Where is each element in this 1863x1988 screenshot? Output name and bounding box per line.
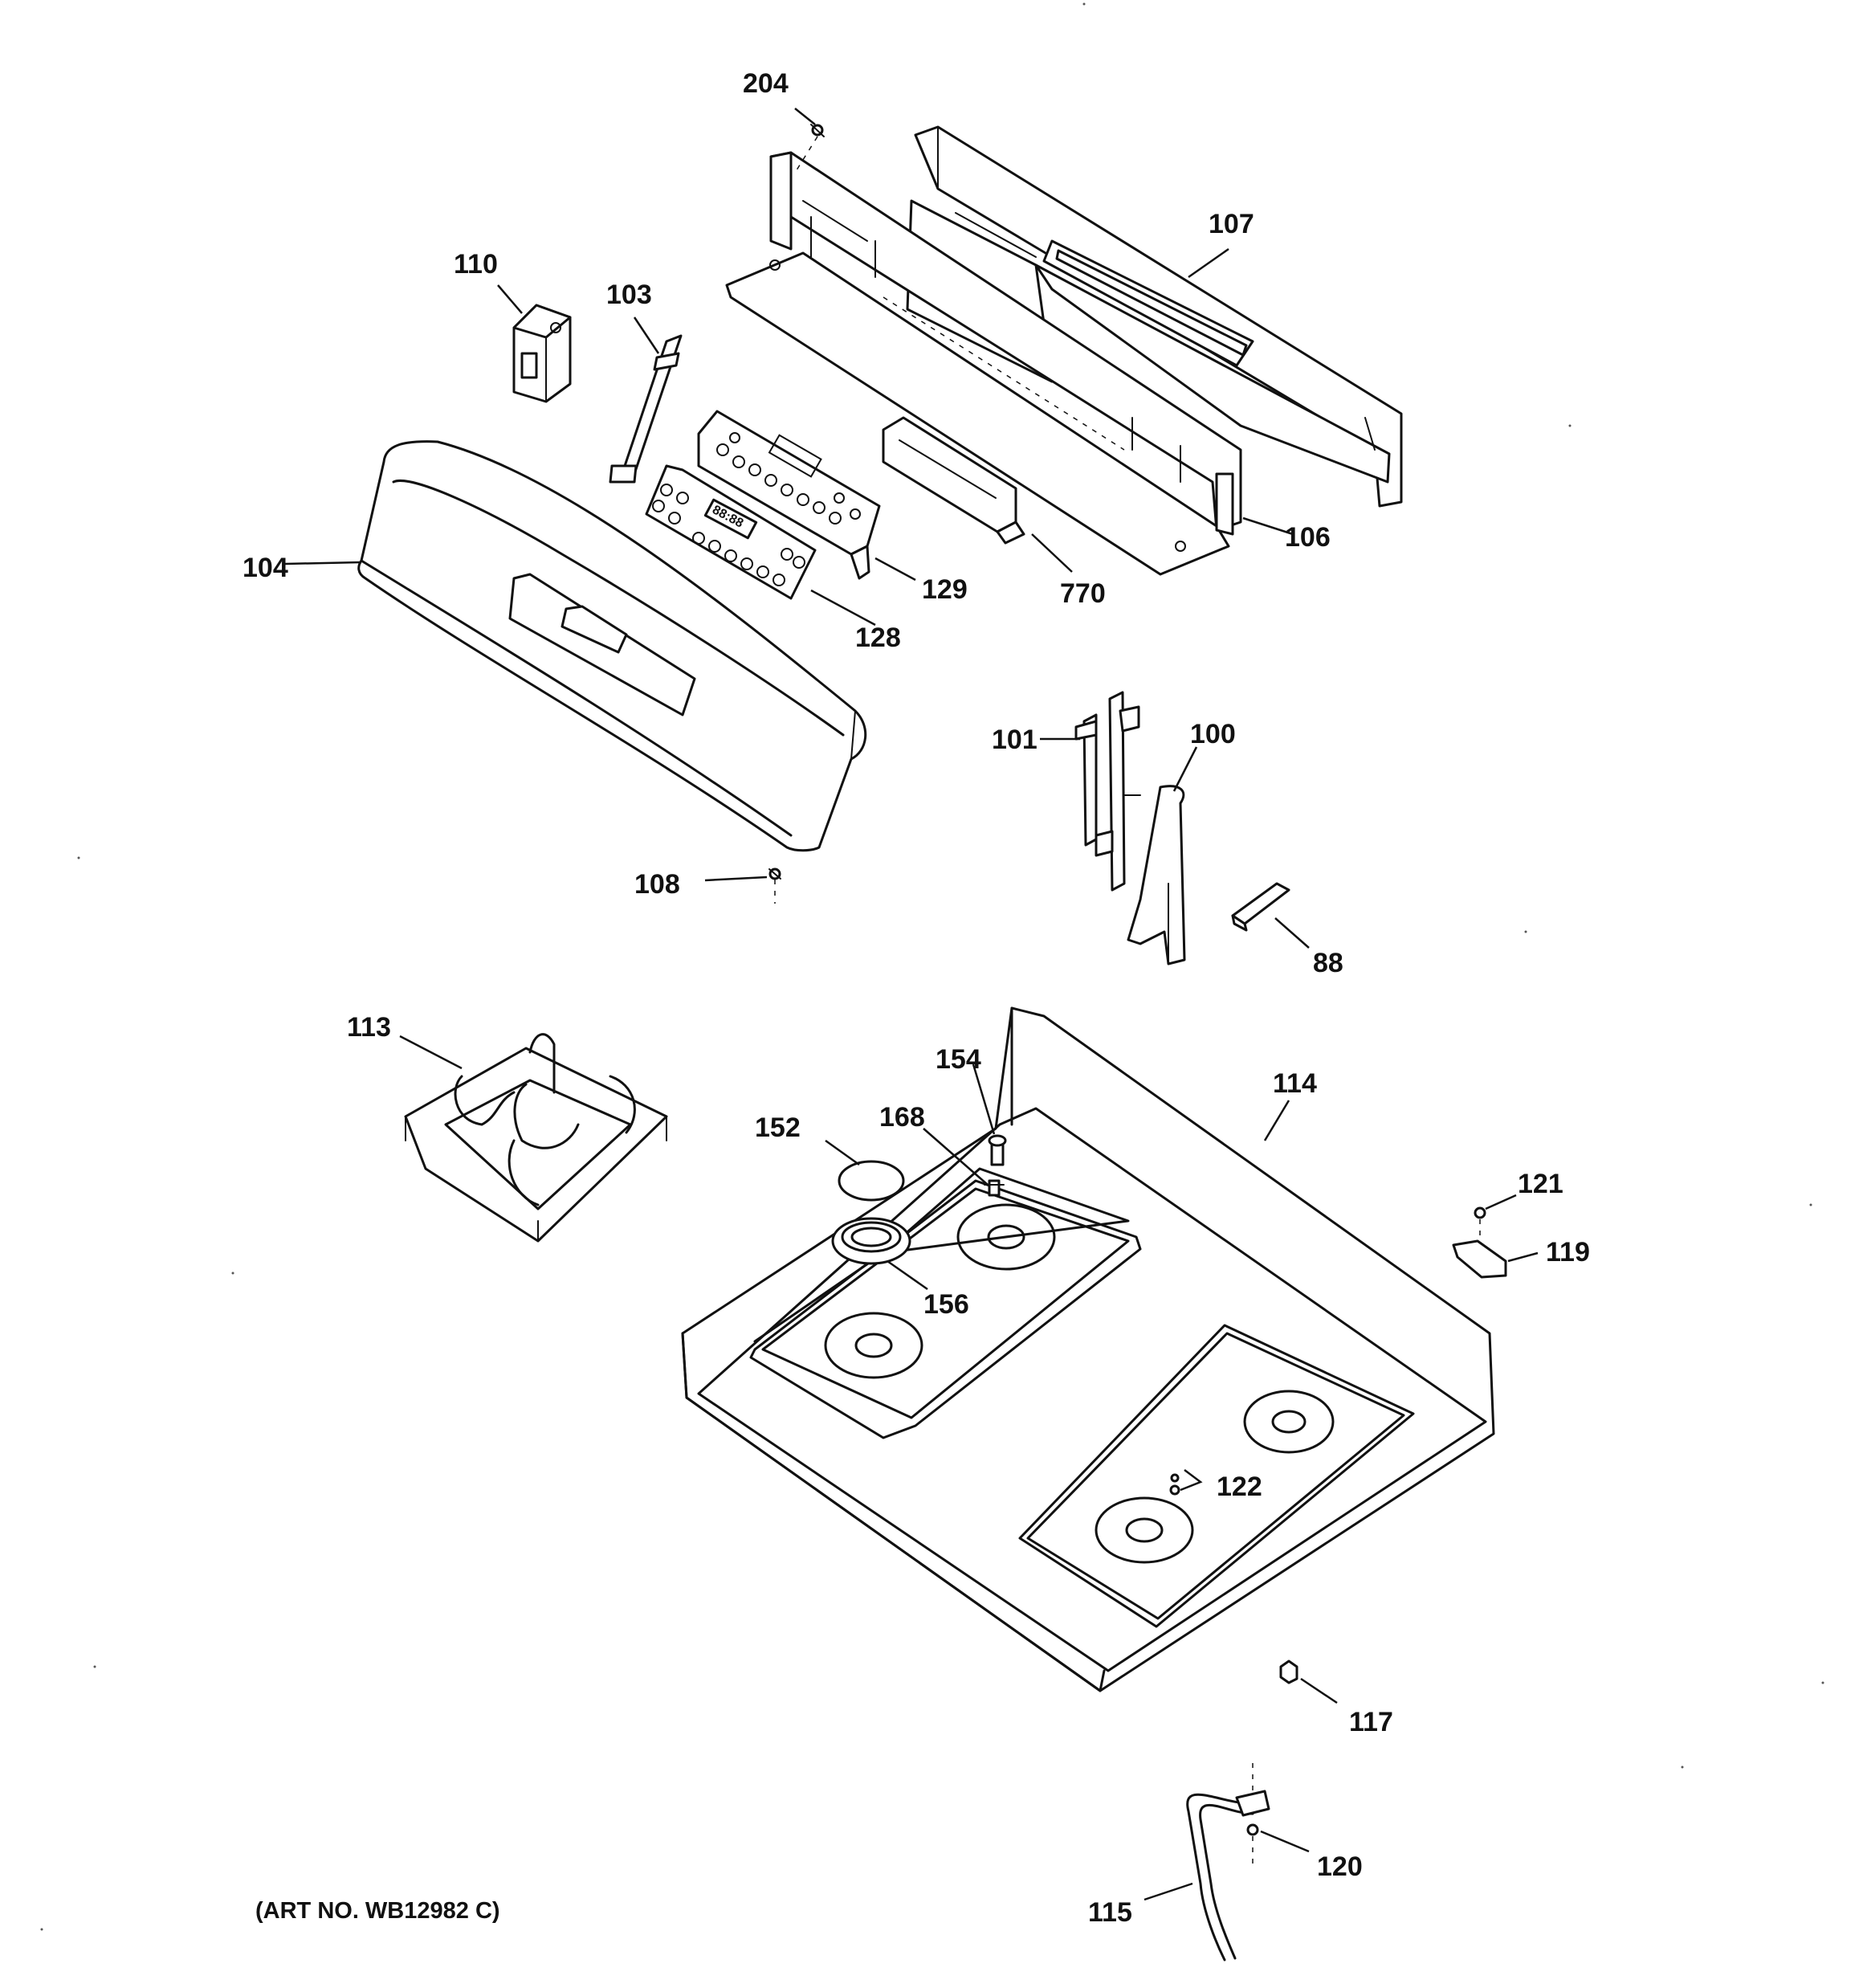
part-115-support-rod xyxy=(1186,1763,1270,1961)
callout-119: 119 xyxy=(1546,1237,1590,1268)
burner-left-front xyxy=(824,1312,923,1379)
callout-770: 770 xyxy=(1060,578,1106,609)
callout-121: 121 xyxy=(1518,1169,1563,1199)
part-114-cooktop xyxy=(681,1006,1495,1692)
callout-100: 100 xyxy=(1190,719,1236,749)
part-104-backguard-panel xyxy=(357,440,867,852)
part-128-control-faceplate: 88:88 xyxy=(645,464,817,600)
callout-108: 108 xyxy=(634,869,680,900)
scan-specks xyxy=(40,2,1824,1931)
callout-labels: 204 107 110 103 104 129 128 770 106 101 … xyxy=(243,68,1590,1928)
control-board-keys xyxy=(716,432,861,525)
callout-156: 156 xyxy=(923,1289,969,1320)
part-101-side-bracket xyxy=(1074,691,1141,892)
callout-152: 152 xyxy=(755,1112,801,1143)
burner-left-rear xyxy=(956,1203,1056,1271)
part-770-electronic-label-panel xyxy=(882,416,1025,545)
part-106-rear-mounting-panel xyxy=(725,151,1242,576)
callout-88: 88 xyxy=(1313,948,1343,978)
part-152-burner-cap xyxy=(838,1160,905,1202)
callout-128: 128 xyxy=(855,623,901,653)
part-107-rear-trim-panel xyxy=(906,125,1403,508)
part-113-burner-grate xyxy=(404,1033,668,1243)
callout-168: 168 xyxy=(879,1102,925,1133)
part-156-burner-head xyxy=(831,1217,911,1265)
part-100-burner-bracket xyxy=(1127,785,1186,965)
callout-120: 120 xyxy=(1317,1851,1363,1882)
part-122-screw xyxy=(1169,1473,1180,1496)
callout-103: 103 xyxy=(606,280,652,310)
part-204-screw xyxy=(794,124,825,173)
burner-right-front xyxy=(1095,1496,1194,1564)
part-154-electrode xyxy=(988,1134,1007,1166)
callout-104: 104 xyxy=(243,553,288,583)
leader-lines xyxy=(284,108,1539,1901)
part-119-hinge-bracket xyxy=(1452,1239,1507,1279)
callout-113: 113 xyxy=(347,1012,391,1043)
part-110-relay-box xyxy=(512,304,572,403)
callout-154: 154 xyxy=(936,1044,981,1075)
callout-115: 115 xyxy=(1088,1897,1132,1928)
part-120-screw xyxy=(1246,1823,1259,1863)
callout-204: 204 xyxy=(743,68,789,99)
callout-101: 101 xyxy=(992,725,1037,755)
part-117-nut xyxy=(1279,1659,1298,1684)
callout-110: 110 xyxy=(454,249,498,280)
part-88-clip xyxy=(1231,882,1290,932)
callout-129: 129 xyxy=(922,574,968,605)
callout-114: 114 xyxy=(1273,1068,1317,1099)
part-108-screw xyxy=(768,867,781,904)
callout-122: 122 xyxy=(1217,1472,1262,1502)
part-121-screw xyxy=(1474,1206,1486,1237)
callout-117: 117 xyxy=(1349,1707,1393,1737)
faceplate-keys xyxy=(652,484,805,586)
part-129-electronic-control-board xyxy=(697,410,881,580)
callout-107: 107 xyxy=(1209,209,1254,239)
burner-right-rear xyxy=(1243,1390,1335,1454)
part-103-control-bracket xyxy=(609,334,683,484)
art-number: (ART NO. WB12982 C) xyxy=(255,1898,500,1924)
callout-106: 106 xyxy=(1285,522,1331,553)
